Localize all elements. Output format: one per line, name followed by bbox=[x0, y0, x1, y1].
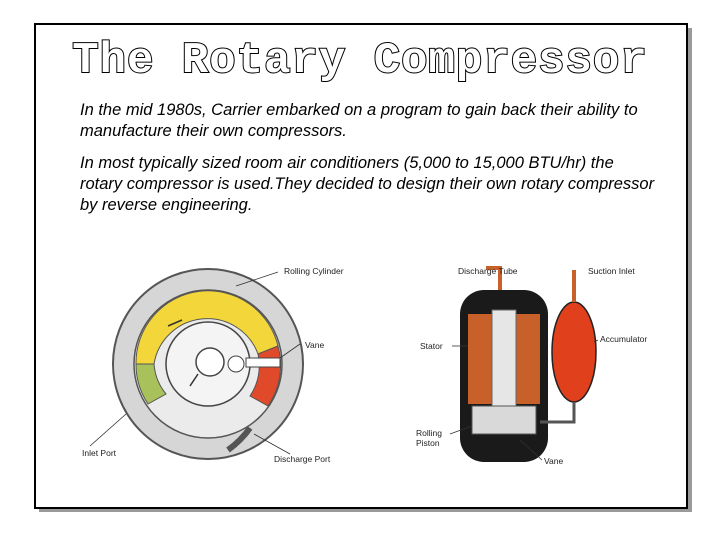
flow-arrow-2 bbox=[189, 373, 199, 387]
discharge-tube bbox=[486, 266, 502, 290]
label-rolling: Rolling bbox=[416, 428, 442, 438]
leader-accumulator bbox=[593, 339, 599, 343]
inlet-chamber bbox=[135, 363, 167, 405]
label-vane-left: Vane bbox=[305, 340, 325, 350]
leader-rolling-piston bbox=[449, 425, 473, 435]
leader-discharge-port bbox=[253, 433, 291, 455]
suction-chamber bbox=[135, 290, 279, 365]
label-discharge-port: Discharge Port bbox=[274, 454, 331, 464]
shaft bbox=[195, 347, 225, 377]
label-rolling-cylinder: Rolling Cylinder bbox=[284, 266, 344, 276]
leader-vane-right bbox=[519, 439, 543, 461]
leader-vane bbox=[279, 343, 301, 359]
label-inlet-port: Inlet Port bbox=[82, 448, 117, 458]
compressor-cutaway-diagram: Discharge Tube Suction Inlet Stator Accu… bbox=[410, 262, 660, 472]
paragraph-1: In the mid 1980s, Carrier embarked on a … bbox=[80, 101, 638, 140]
paragraph-2: In most typically sized room air conditi… bbox=[80, 154, 655, 214]
slide-title: The Rotary Compressor bbox=[71, 35, 648, 87]
cutaway-illustration bbox=[449, 266, 599, 462]
vane-slot bbox=[245, 357, 281, 368]
suction-line bbox=[540, 402, 576, 424]
label-suction-inlet: Suction Inlet bbox=[588, 266, 635, 276]
label-piston: Piston bbox=[416, 438, 440, 448]
label-discharge-tube: Discharge Tube bbox=[458, 266, 518, 276]
pump-assembly bbox=[471, 405, 537, 435]
flow-arrow-1 bbox=[167, 319, 183, 327]
shaft-body bbox=[491, 309, 517, 419]
accumulator bbox=[551, 301, 597, 403]
rotary-cross-section-diagram: Rolling Cylinder Vane Inlet Port Dischar… bbox=[78, 246, 368, 466]
label-accumulator: Accumulator bbox=[600, 334, 648, 344]
leader-rolling-cylinder bbox=[235, 271, 279, 287]
leader-inlet-port bbox=[89, 413, 127, 447]
discharge-port-channel bbox=[226, 426, 253, 453]
label-stator: Stator bbox=[420, 341, 443, 351]
cross-section-illustration bbox=[89, 268, 304, 460]
label-vane-right: Vane bbox=[544, 456, 564, 466]
eccentric-hole bbox=[227, 355, 245, 373]
